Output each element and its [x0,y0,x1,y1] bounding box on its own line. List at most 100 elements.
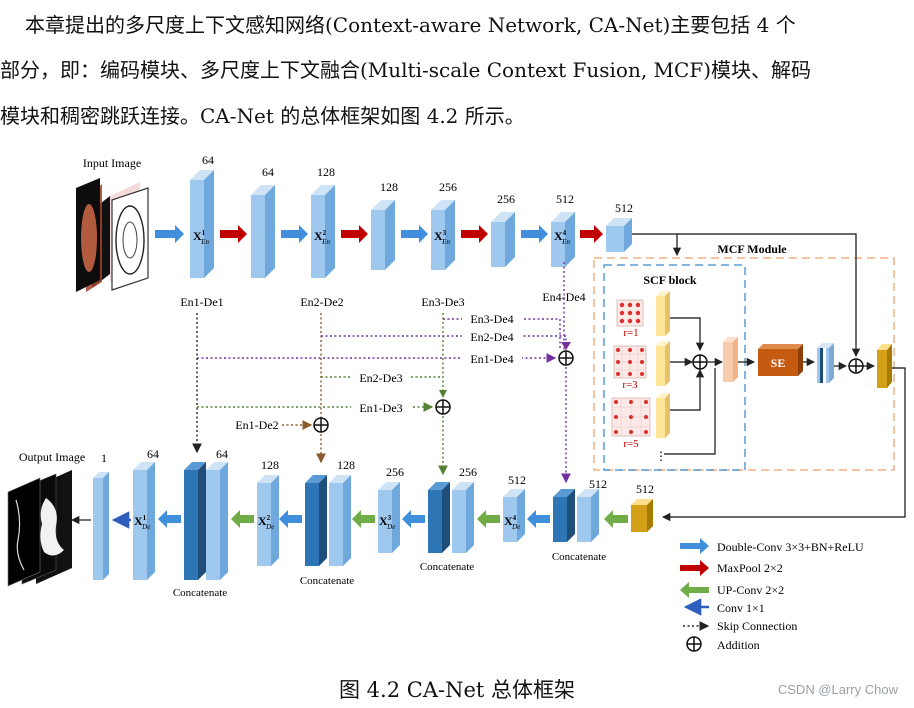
paragraph-line-3: 模块和稠密跳跃连接。CA-Net 的总体框架如图 4.2 所示。 [0,104,525,128]
mcf-to-decoder [661,367,906,522]
se-label: SE [771,356,786,370]
scf-addition [692,354,708,370]
arrow-maxpool-3 [461,225,488,243]
concat-label-2: Concatenate [300,575,354,587]
label-en1-de3: En1-De3 [359,401,402,415]
arrow-conv-de3 [402,510,425,528]
decoder-arrows [70,510,628,529]
enc-channel-3: 128 [317,165,335,179]
dec-channel-7: 512 [508,473,526,487]
decoder-input-block [631,499,653,532]
arrow-conv-2 [281,225,308,243]
concat-label-1: Concatenate [173,587,227,599]
addition-de4 [558,350,574,366]
rate-label-5: r=5 [623,438,639,450]
decoder-concat-2 [305,475,351,566]
scf-border [603,264,746,471]
skip-label-en4-de4: En4-De4 [542,290,585,304]
scf-fused-feature [723,337,738,382]
scf-title: SCF block [643,273,697,287]
legend-double-conv: Double-Conv 3×3+BN+ReLU [680,538,864,554]
label-en1-de2: En1-De2 [235,418,278,432]
scf-branch-1 [656,291,670,336]
skip-en3-de4 [443,318,561,350]
encoder-block-1 [190,170,214,278]
svg-text:UP-Conv 2×2: UP-Conv 2×2 [717,583,784,597]
encoder-arrows [155,225,603,243]
legend-skip: Skip Connection [683,619,797,633]
arrow-upconv-4 [604,510,628,528]
addition-nodes [313,350,574,433]
mcf-addition [848,358,864,374]
scf-branch-2 [656,341,670,386]
branch-ellipsis: ⋮ [655,449,667,463]
enc-channel-8: 512 [615,201,633,215]
decoder-concat-1 [184,462,228,580]
arrow-maxpool-4 [580,225,603,243]
arrow-maxpool-2 [341,225,368,243]
label-en2-de3: En2-De3 [359,371,402,385]
legend-conv1: Conv 1×1 [683,598,765,616]
svg-text:Conv 1×1: Conv 1×1 [717,601,765,615]
dec-channel-4: 128 [337,458,355,472]
scf-branch-3 [656,393,670,438]
enc-channel-4: 128 [380,180,398,194]
figure-caption: 图 4.2 CA-Net 总体框架 [339,678,575,702]
decoder-block-2 [257,475,279,566]
encoder-block-2 [251,185,275,278]
legend-addition: Addition [686,636,760,652]
input-ct-body [115,205,145,275]
decoder-block-4 [503,489,525,542]
output-vessel-lines [15,499,25,571]
addition-de3 [435,399,451,415]
arrow-conv-4 [521,225,548,243]
se-block: SE [758,344,803,376]
rate-label-1: r=1 [623,327,638,339]
addition-de2 [313,417,329,433]
legend: Double-Conv 3×3+BN+ReLU MaxPool 2×2 UP-C… [680,538,864,652]
bottleneck-connections [632,233,906,522]
skip-en2-de4 [321,335,567,350]
dec-channel-5: 256 [386,465,404,479]
dec-channel-out: 1 [101,451,107,465]
skip-label-en3-de3: En3-De3 [421,295,464,309]
dilation-grid-r5 [611,397,651,437]
encoder-block-6 [491,212,515,267]
svg-text:Addition: Addition [717,638,760,652]
arrow-input-to-enc1 [155,225,184,243]
encoder-block-3 [311,185,335,278]
svg-text:Skip Connection: Skip Connection [717,619,797,633]
paragraph-line-2: 部分，即：编码模块、多尺度上下文融合(Multi-scale Context F… [0,58,812,82]
dilation-grid-r1 [616,299,644,327]
label-en1-de4: En1-De4 [470,352,513,366]
decoder-channels: 1 64 64 128 128 256 256 512 512 512 [101,447,654,496]
svg-text:Double-Conv 3×3+BN+ReLU: Double-Conv 3×3+BN+ReLU [717,540,864,554]
arrow-upconv-2 [352,510,375,528]
arrow-upconv-3 [477,510,500,528]
concat-label-4: Concatenate [552,551,606,563]
ca-net-architecture-diagram: Input Image [7,153,906,652]
label-en3-de4: En3-De4 [470,312,513,326]
input-image-label: Input Image [83,156,141,170]
arrow-maxpool-1 [220,225,247,243]
watermark: CSDN @Larry Chow [777,682,898,697]
skip-label-en1-de1: En1-De1 [180,295,223,309]
encoder [190,170,632,278]
mcf-border [593,257,895,471]
decoder-block-3 [378,482,400,553]
dec-channel-2: 64 [216,447,228,461]
input-ct-organ [122,221,138,259]
skip-labels: En3-De4 En2-De4 En1-De4 En2-De3 En1-De3 … [235,311,522,432]
enc-channel-2: 64 [262,165,274,179]
encoder-block-8 [606,218,632,252]
